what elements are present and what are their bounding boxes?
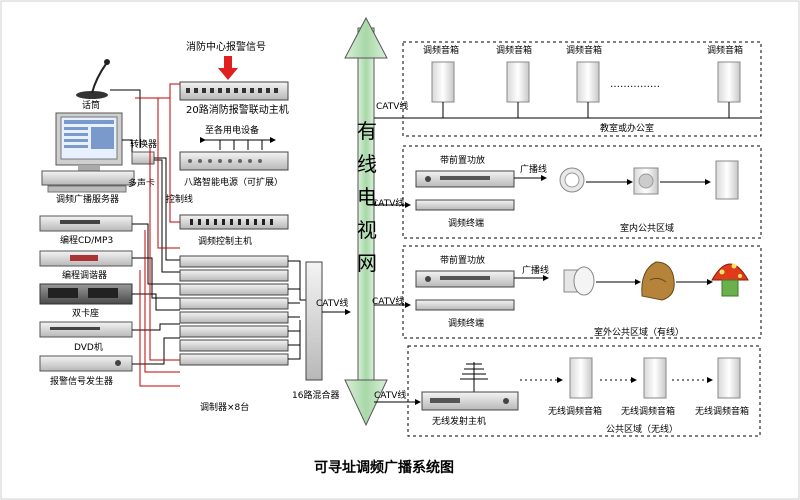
modulators-label: 调制器×8台 — [200, 401, 249, 413]
fire-signal-arrow — [218, 56, 238, 80]
wireless-speaker-label-2: 无线调频音箱 — [621, 405, 675, 417]
speaker-label-2: 调频音箱 — [496, 44, 532, 56]
catv-label-2: CATV线 — [372, 197, 404, 209]
dvd-label: DVD机 — [74, 341, 103, 353]
modulator-output-wiring — [288, 260, 306, 360]
ceiling-speaker-icon — [559, 167, 585, 193]
wireless-speaker-label-3: 无线调频音箱 — [695, 405, 749, 417]
tuner-label: 编程调谐器 — [62, 269, 107, 281]
zone4-label: 公共区域（无线） — [606, 423, 678, 435]
wireless-speaker-3 — [717, 357, 741, 399]
wireless-speaker-2 — [643, 357, 667, 399]
red-wiring — [135, 83, 180, 387]
mixer-label: 16路混合器 — [292, 389, 339, 401]
zone2-amp-label: 带前置功放 — [440, 154, 485, 166]
power-unit-device — [179, 151, 289, 171]
mushroom-speaker-icon — [711, 263, 749, 297]
zone3-broadcast-label: 广播线 — [522, 264, 549, 276]
catv-label-4: CATV线 — [374, 389, 406, 401]
cd-player-label: 编程CD/MP3 — [60, 234, 113, 246]
microphone-icon — [76, 59, 110, 99]
network-char-2: 线 — [357, 152, 377, 176]
server-computer — [41, 112, 135, 193]
source-wiring — [110, 89, 180, 365]
speaker-label-4: 调频音箱 — [707, 44, 743, 56]
zone3-terminal-label: 调频终端 — [448, 317, 484, 329]
dots-label: …………… — [610, 79, 660, 90]
mixer-device — [305, 261, 323, 381]
dual-deck-label: 双卡座 — [72, 307, 99, 319]
horn-speaker-icon — [563, 266, 595, 296]
zone2-terminal-device — [415, 199, 515, 211]
zone-box-1 — [402, 41, 762, 137]
network-label: 有 线 电 视 网 — [357, 119, 377, 275]
zone3-terminal-device — [415, 299, 515, 311]
server-label: 调频广播服务器 — [56, 193, 119, 205]
microphone-label: 话筒 — [82, 99, 100, 111]
wall-speaker-icon — [633, 167, 659, 195]
diagram-title: 可寻址调频广播系统图 — [314, 459, 454, 476]
catv-branch-lines — [374, 117, 760, 405]
zone1-speakers: 调频音箱 调频音箱 调频音箱 调频音箱 — [423, 44, 743, 118]
control-line-label: 控制线 — [166, 193, 193, 205]
transmitter-device — [421, 391, 519, 411]
zone3-amp-label: 带前置功放 — [440, 254, 485, 266]
alarm-generator-label: 报警信号发生器 — [50, 375, 113, 387]
power-unit-label: 八路智能电源（可扩展） — [184, 176, 283, 188]
network-char-1: 有 — [357, 119, 377, 143]
wireless-speaker-1 — [569, 357, 593, 399]
zone1-label: 教室或办公室 — [600, 122, 654, 134]
speaker-label-3: 调频音箱 — [566, 44, 602, 56]
box-speaker-icon — [715, 160, 739, 200]
network-char-5: 网 — [357, 251, 377, 275]
wireless-speaker-label-1: 无线调频音箱 — [548, 405, 602, 417]
converter-device — [131, 151, 155, 165]
modulator-stack — [179, 255, 289, 366]
fire-signal-label: 消防中心报警信号 — [186, 40, 266, 53]
rock-speaker-icon — [641, 261, 675, 301]
zone3-label: 室外公共区域（有线） — [594, 326, 684, 338]
to-equipment-label: 至各用电设备 — [205, 124, 259, 136]
zone-box-4 — [407, 345, 761, 437]
network-char-3: 电 — [357, 185, 377, 209]
multi-card-label: 多声卡 — [128, 177, 155, 189]
network-char-4: 视 — [357, 218, 377, 242]
catv-label-3: CATV线 — [372, 295, 404, 307]
converter-label: 转换器 — [130, 138, 157, 150]
catv-network-arrow — [344, 16, 388, 427]
fire-host-label: 20路消防报警联动主机 — [186, 103, 289, 116]
antenna-icon — [460, 362, 488, 392]
zone-box-2 — [402, 145, 762, 239]
zone2-terminal-label: 调频终端 — [448, 217, 484, 229]
mixer-catv-label: CATV线 — [316, 297, 348, 309]
transmitter-label: 无线发射主机 — [432, 415, 486, 427]
zone-box-3 — [402, 245, 762, 339]
zone2-broadcast-label: 广播线 — [520, 163, 547, 175]
control-host-label: 调频控制主机 — [198, 235, 252, 247]
catv-label-1: CATV线 — [376, 100, 408, 112]
zone2-label: 室内公共区域 — [620, 222, 674, 234]
speaker-label-1: 调频音箱 — [423, 44, 459, 56]
